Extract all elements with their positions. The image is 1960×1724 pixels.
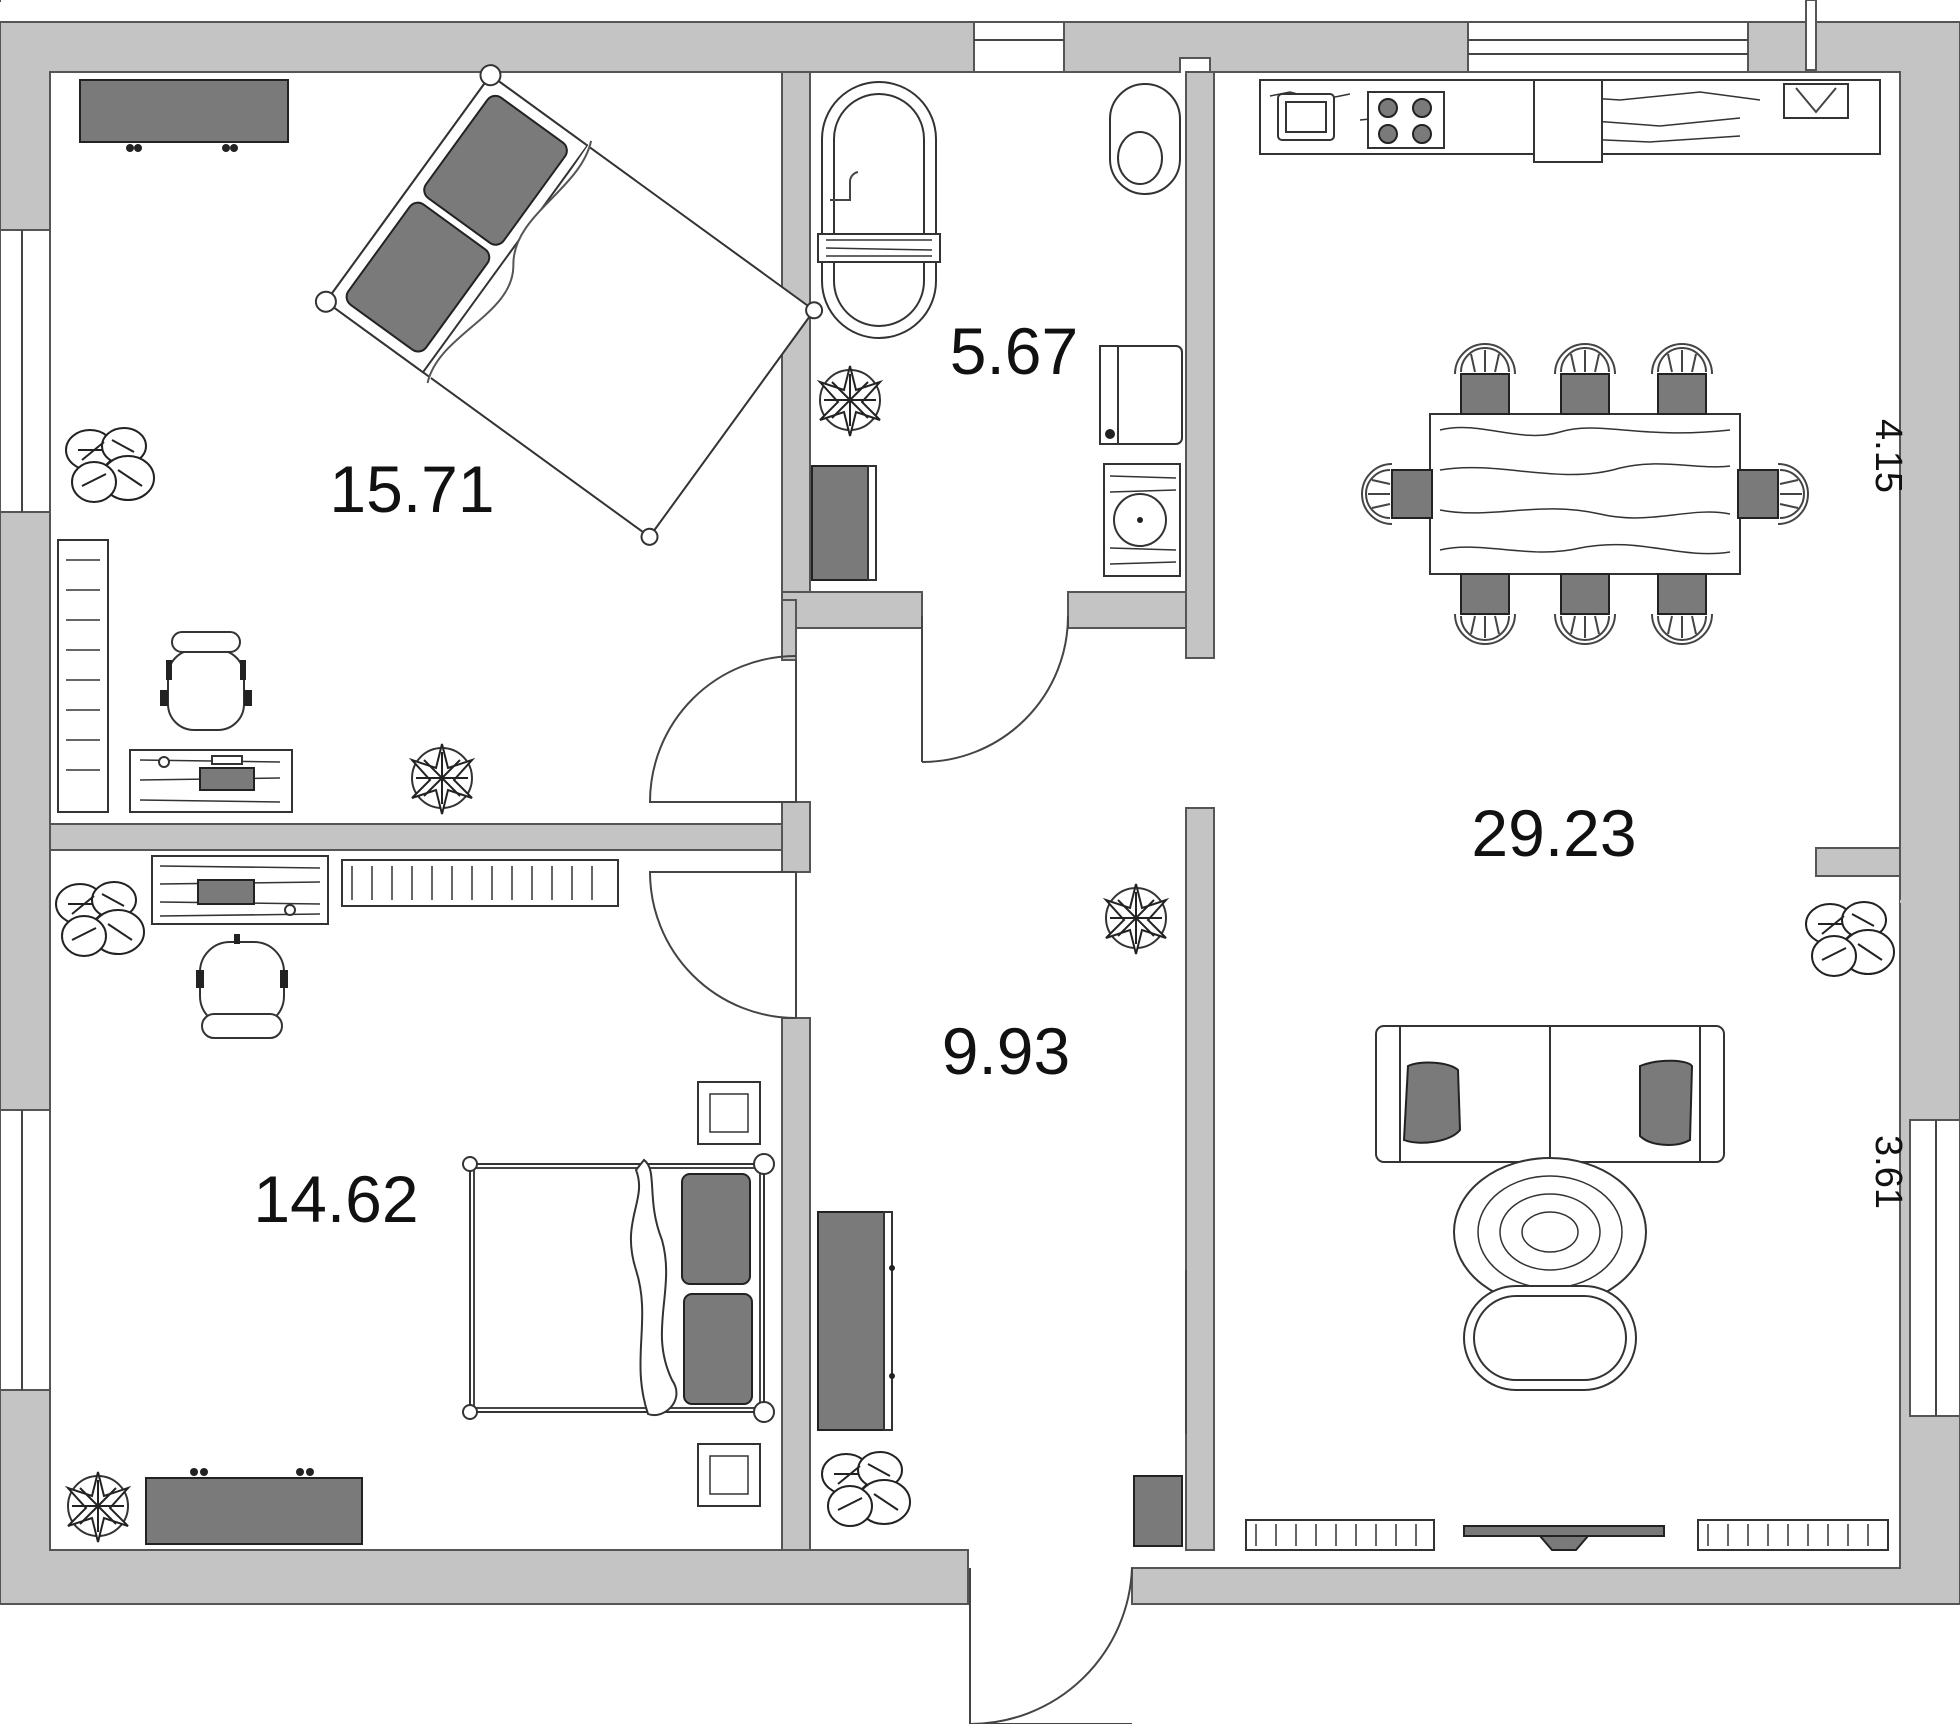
kitchen-living-furniture	[1245, 79, 1895, 1551]
bedroom-1-furniture	[57, 64, 824, 815]
bathroom-furniture	[811, 81, 1183, 581]
room-area-hallway: 9.93	[942, 1014, 1070, 1088]
doors	[648, 615, 1187, 1724]
walls	[0, 0, 1960, 1605]
room-area-bedroom-2: 14.62	[253, 1162, 418, 1236]
room-area-kitchen-living: 29.23	[1471, 796, 1636, 870]
room-area-bedroom-1: 15.71	[329, 452, 494, 526]
bedroom-2-furniture	[55, 855, 775, 1545]
dimension-upper-right: 4.15	[1867, 419, 1909, 493]
dimension-labels: 4.15 3.61	[1867, 419, 1909, 1209]
area-labels: 15.71 5.67 29.23 14.62 9.93	[253, 314, 1636, 1236]
dimension-lower-right: 3.61	[1867, 1135, 1909, 1209]
hallway-furniture	[817, 883, 1183, 1547]
room-area-bathroom: 5.67	[950, 314, 1078, 388]
